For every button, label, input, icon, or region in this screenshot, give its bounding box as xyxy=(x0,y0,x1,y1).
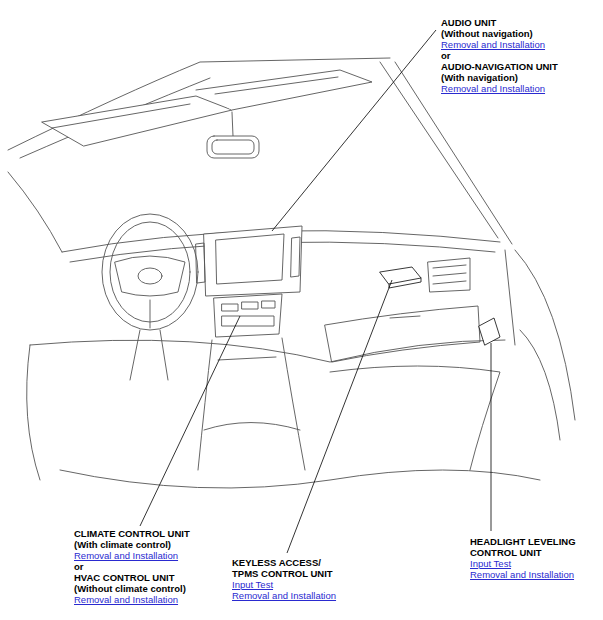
link-text: Input Test xyxy=(470,558,511,569)
leader-line xyxy=(272,30,436,231)
sun-visor xyxy=(42,96,232,146)
glove-box-handle xyxy=(390,316,420,318)
link-text: Removal and Installation xyxy=(232,590,336,601)
leader-line xyxy=(491,343,492,531)
side-vent xyxy=(291,237,300,277)
keyless-unit xyxy=(380,267,421,284)
steering-column xyxy=(130,330,168,380)
leader-line xyxy=(140,316,240,526)
part-name: (With climate control) xyxy=(74,539,171,550)
link-text: Removal and Installation xyxy=(441,39,545,50)
rearview-mirror xyxy=(207,136,259,158)
roof-line xyxy=(8,58,390,150)
steering-wheel xyxy=(102,214,198,330)
mirror-glass xyxy=(212,140,254,154)
footwell xyxy=(330,366,500,470)
part-name: AUDIO UNIT xyxy=(441,17,496,28)
a-pillar-left xyxy=(8,172,62,252)
dashboard-lower xyxy=(30,340,505,362)
sun-visor-detail xyxy=(215,77,338,94)
link-text: Input Test xyxy=(232,579,273,590)
part-name: (With navigation) xyxy=(441,72,518,83)
dashboard-end xyxy=(505,250,515,345)
headlight-leveling-unit xyxy=(479,318,500,345)
door-panel xyxy=(520,330,560,440)
leader-line xyxy=(287,280,392,553)
part-name: (Without climate control) xyxy=(74,583,186,594)
steering-hub xyxy=(115,256,185,296)
steering-spoke xyxy=(150,300,151,328)
screen-bezel xyxy=(204,226,302,296)
side-vent xyxy=(196,243,205,283)
sun-visor-detail xyxy=(52,104,190,128)
panel-button xyxy=(262,301,275,308)
part-name: HEADLIGHT LEVELING CONTROL UNIT xyxy=(470,536,586,558)
part-name: KEYLESS ACCESS/ TPMS CONTROL UNIT xyxy=(232,557,342,579)
sun-visor xyxy=(196,70,372,110)
part-name: AUDIO-NAVIGATION UNIT xyxy=(441,61,558,72)
center-screen xyxy=(216,234,284,284)
link-text: Removal and Installation xyxy=(74,594,178,605)
link-text: Removal and Installation xyxy=(74,550,178,561)
link-text: Removal and Installation xyxy=(441,83,545,94)
part-name: or xyxy=(441,50,451,61)
link-text: Removal and Installation xyxy=(470,569,574,580)
center-console xyxy=(198,340,212,470)
panel-button xyxy=(242,302,258,309)
mirror-stem xyxy=(232,112,233,136)
door-left xyxy=(27,345,40,480)
part-name: (Without navigation) xyxy=(441,28,533,39)
console-detail xyxy=(218,357,276,360)
glove-box xyxy=(325,306,480,362)
vent-slats xyxy=(433,265,466,284)
part-name: HVAC CONTROL UNIT xyxy=(74,572,174,583)
part-name: CLIMATE CONTROL UNIT xyxy=(74,528,190,539)
dash-vent xyxy=(428,258,470,292)
climate-panel xyxy=(214,294,282,337)
floor-line xyxy=(60,470,540,488)
console-detail xyxy=(204,423,300,431)
panel-button xyxy=(222,304,238,311)
keyless-unit-side xyxy=(389,278,421,288)
steering-badge xyxy=(138,268,162,284)
part-name: or xyxy=(74,561,84,572)
panel-display xyxy=(222,316,274,326)
center-console xyxy=(282,338,305,470)
